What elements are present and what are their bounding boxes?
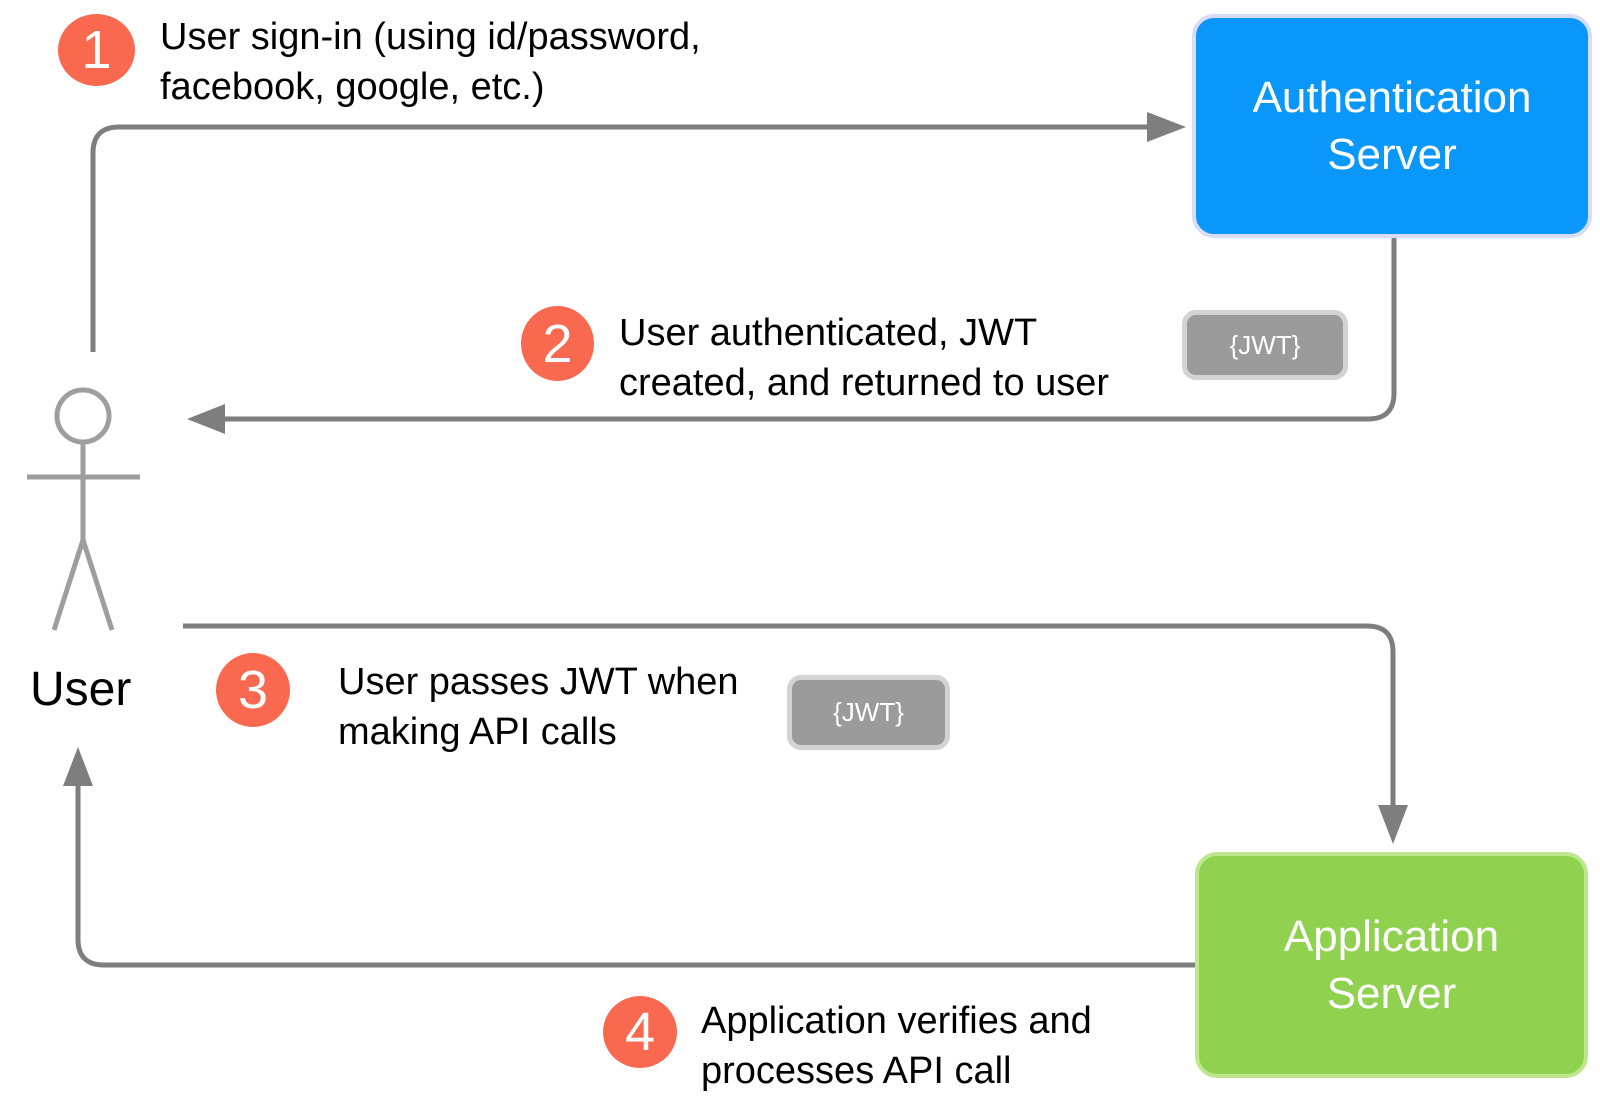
text-line: Application verifies and bbox=[701, 1000, 1092, 1042]
jwt-token-label: {JWT} bbox=[1229, 329, 1301, 360]
text-line: facebook, google, etc.) bbox=[160, 66, 545, 108]
auth-server-label: Authentication Server bbox=[1252, 72, 1532, 179]
jwt-token-badge-step3: {JWT} bbox=[787, 675, 950, 750]
text-line: User sign-in (using id/password, bbox=[160, 16, 701, 58]
text-line: User passes JWT when bbox=[338, 661, 739, 703]
text-line: User authenticated, JWT bbox=[619, 312, 1038, 354]
step-1-label: User sign-in (using id/password, faceboo… bbox=[160, 12, 701, 112]
text-line: created, and returned to user bbox=[619, 362, 1110, 404]
user-stick-figure-icon bbox=[27, 387, 140, 631]
step-2-number: 2 bbox=[542, 313, 573, 374]
arrow-step1-user-to-auth bbox=[90, 112, 1186, 352]
step-4-number: 4 bbox=[624, 1002, 656, 1062]
step-2-number-badge: 2 bbox=[521, 306, 594, 381]
arrow-step2-auth-to-user bbox=[187, 237, 1397, 434]
step-1-number: 1 bbox=[81, 20, 112, 80]
arrow-step4-app-to-user bbox=[63, 747, 1196, 968]
step-4-number-badge: 4 bbox=[603, 996, 677, 1068]
text-line: making API calls bbox=[338, 711, 617, 753]
auth-server-node: Authentication Server bbox=[1192, 14, 1592, 238]
app-server-label: Application Server bbox=[1283, 911, 1500, 1018]
user-label: User bbox=[30, 663, 132, 716]
step-3-label: User passes JWT when making API calls bbox=[338, 657, 739, 757]
jwt-token-label: {JWT} bbox=[833, 697, 904, 727]
step-1-number-badge: 1 bbox=[58, 14, 135, 86]
step-3-number: 3 bbox=[237, 660, 269, 720]
app-server-node: Application Server bbox=[1195, 852, 1588, 1078]
arrow-step3-user-to-app bbox=[183, 623, 1408, 844]
step-3-number-badge: 3 bbox=[216, 653, 290, 727]
step-2-label: User authenticated, JWT created, and ret… bbox=[619, 308, 1109, 408]
text-line: processes API call bbox=[701, 1050, 1012, 1092]
jwt-token-badge-step2: {JWT} bbox=[1182, 310, 1348, 380]
step-4-label: Application verifies and processes API c… bbox=[701, 996, 1092, 1096]
